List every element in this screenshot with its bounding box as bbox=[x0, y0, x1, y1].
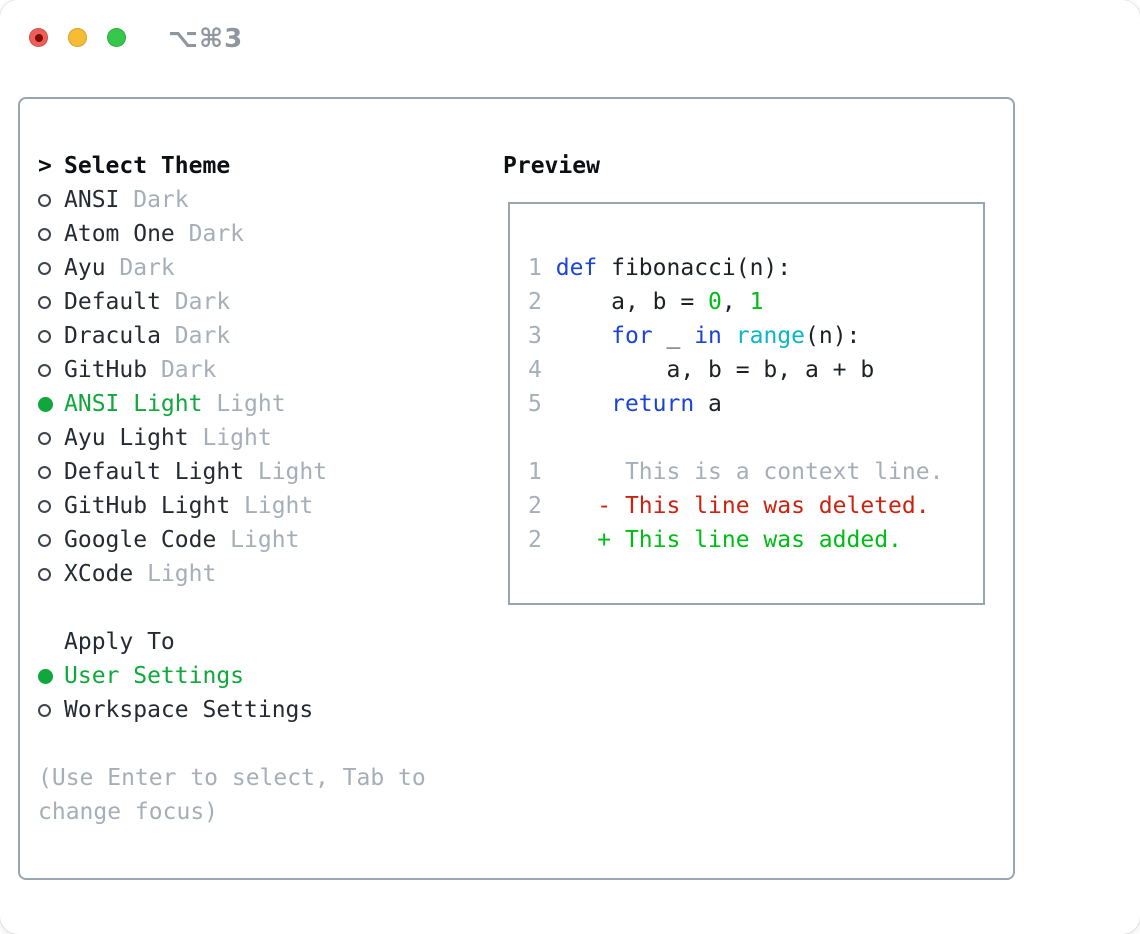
code-line: 1 This is a context line. bbox=[528, 459, 944, 485]
theme-option-github-dark-label: GitHub bbox=[64, 357, 148, 383]
code-line: 2 - This line was deleted. bbox=[528, 493, 930, 519]
radio-icon bbox=[38, 295, 51, 309]
radio-icon bbox=[38, 533, 51, 547]
theme-variant-label: Light bbox=[244, 459, 328, 485]
radio-icon bbox=[38, 567, 51, 581]
line-number: 2 bbox=[528, 493, 542, 519]
theme-option-github-dark[interactable]: GitHub Dark bbox=[38, 353, 426, 387]
apply-option-workspace-settings-label: Workspace Settings bbox=[64, 697, 314, 723]
radio-icon bbox=[38, 261, 51, 275]
close-button[interactable] bbox=[29, 28, 48, 47]
window-title: ⌥⌘3 bbox=[168, 24, 244, 54]
code-line: 3 for _ in range(n): bbox=[528, 323, 861, 349]
line-number: 5 bbox=[528, 391, 542, 417]
traffic-lights bbox=[29, 28, 126, 47]
theme-variant-label: Light bbox=[230, 493, 314, 519]
radio-icon bbox=[38, 499, 51, 513]
theme-option-ayu-light-light-label: Ayu Light bbox=[64, 425, 189, 451]
radio-icon bbox=[38, 329, 51, 343]
code-line: 2 + This line was added. bbox=[528, 527, 902, 553]
code-line: 4 a, b = b, a + b bbox=[528, 357, 875, 383]
help-line: change focus) bbox=[38, 799, 219, 825]
help-line: (Use Enter to select, Tab to bbox=[38, 765, 426, 791]
radio-icon bbox=[38, 227, 51, 241]
radio-icon bbox=[38, 193, 51, 207]
radio-icon bbox=[38, 431, 51, 445]
theme-variant-label: Light bbox=[216, 527, 300, 553]
theme-option-default-light-light[interactable]: Default Light Light bbox=[38, 455, 426, 489]
theme-option-ayu-dark-label: Ayu bbox=[64, 255, 106, 281]
radio-icon bbox=[38, 703, 51, 717]
help-text: (Use Enter to select, Tab to change focu… bbox=[38, 761, 426, 829]
maximize-button[interactable] bbox=[107, 28, 126, 47]
apply-option-user-settings[interactable]: User Settings bbox=[38, 659, 426, 693]
theme-variant-label: Dark bbox=[174, 221, 245, 247]
theme-variant-label: Light bbox=[202, 391, 286, 417]
preview-title: Preview bbox=[503, 153, 600, 179]
radio-icon bbox=[38, 465, 51, 479]
radio-icon bbox=[38, 363, 51, 377]
apply-option-user-settings-label: User Settings bbox=[64, 663, 245, 689]
apply-to-header: Apply To bbox=[38, 625, 426, 659]
theme-option-ansi-dark[interactable]: ANSI Dark bbox=[38, 183, 426, 217]
theme-variant-label: Dark bbox=[160, 289, 231, 315]
select-theme-title: Select Theme bbox=[64, 153, 231, 179]
theme-option-default-dark[interactable]: Default Dark bbox=[38, 285, 426, 319]
theme-variant-label: Dark bbox=[119, 187, 189, 213]
theme-option-ansi-light-light[interactable]: ANSI Light Light bbox=[38, 387, 426, 421]
line-number: 4 bbox=[528, 357, 542, 383]
code-line bbox=[528, 421, 983, 455]
theme-option-google-code-light-label: Google Code bbox=[64, 527, 217, 553]
theme-option-xcode-light-label: XCode bbox=[64, 561, 134, 587]
theme-variant-label: Light bbox=[188, 425, 272, 451]
line-number: 1 bbox=[528, 255, 542, 281]
theme-variant-label: Dark bbox=[160, 323, 231, 349]
theme-option-atom-one-dark-label: Atom One bbox=[64, 221, 175, 247]
theme-variant-label: Dark bbox=[147, 357, 217, 383]
theme-option-ansi-light-light-label: ANSI Light bbox=[64, 391, 203, 417]
line-number: 2 bbox=[528, 289, 542, 315]
code-preview: 1 def fibonacci(n): 2 a, b = 0, 1 3 for _ … bbox=[528, 251, 983, 557]
code-line: 5 return a bbox=[528, 391, 722, 417]
theme-option-atom-one-dark[interactable]: Atom One Dark bbox=[38, 217, 426, 251]
theme-option-xcode-light[interactable]: XCode Light bbox=[38, 557, 426, 591]
line-number: 1 bbox=[528, 459, 542, 485]
close-dot-icon bbox=[34, 33, 43, 42]
cursor-icon: > bbox=[38, 153, 52, 179]
theme-option-default-light-light-label: Default Light bbox=[64, 459, 245, 485]
theme-option-ayu-light-light[interactable]: Ayu Light Light bbox=[38, 421, 426, 455]
theme-variant-label: Dark bbox=[105, 255, 175, 281]
theme-option-dracula-dark[interactable]: Dracula Dark bbox=[38, 319, 426, 353]
theme-option-ansi-dark-label: ANSI bbox=[64, 187, 120, 213]
code-line: 1 def fibonacci(n): bbox=[528, 255, 792, 281]
select-theme-header: > Select Theme bbox=[38, 149, 426, 183]
minimize-button[interactable] bbox=[68, 28, 87, 47]
theme-option-github-light-light[interactable]: GitHub Light Light bbox=[38, 489, 426, 523]
theme-variant-label: Light bbox=[133, 561, 217, 587]
apply-to-title: Apply To bbox=[64, 629, 175, 655]
titlebar: ⌥⌘3 bbox=[0, 0, 1140, 75]
apply-option-workspace-settings[interactable]: Workspace Settings bbox=[38, 693, 426, 727]
radio-selected-icon bbox=[38, 668, 53, 684]
line-number: 3 bbox=[528, 323, 542, 349]
radio-selected-icon bbox=[38, 396, 53, 412]
preview-box: 1 def fibonacci(n): 2 a, b = 0, 1 3 for _ … bbox=[508, 202, 985, 605]
preview-section: Preview 1 def fibonacci(n): 2 a, b = 0, 1… bbox=[503, 149, 985, 605]
line-number: 2 bbox=[528, 527, 542, 553]
theme-option-dracula-dark-label: Dracula bbox=[64, 323, 161, 349]
theme-option-github-light-light-label: GitHub Light bbox=[64, 493, 231, 519]
theme-option-ayu-dark[interactable]: Ayu Dark bbox=[38, 251, 426, 285]
theme-option-default-dark-label: Default bbox=[64, 289, 161, 315]
theme-option-google-code-light[interactable]: Google Code Light bbox=[38, 523, 426, 557]
code-line: 2 a, b = 0, 1 bbox=[528, 289, 764, 315]
